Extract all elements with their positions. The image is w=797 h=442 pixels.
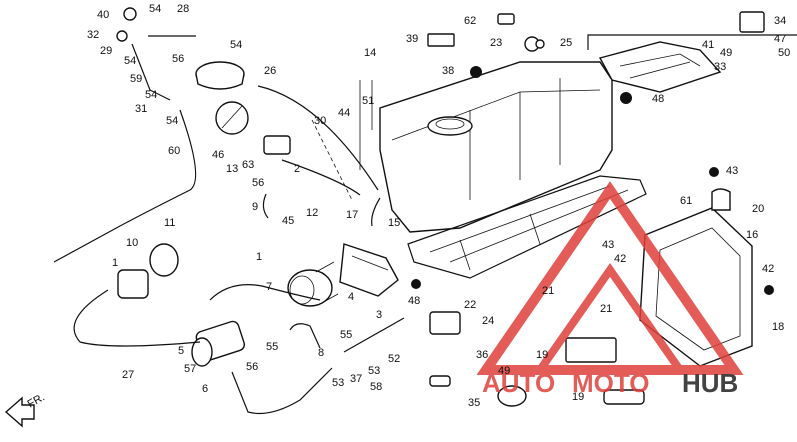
callout-c11: 11	[164, 217, 175, 229]
callout-c31: 31	[135, 103, 147, 115]
callout-c54a: 54	[149, 3, 161, 15]
callout-c46: 46	[212, 149, 224, 161]
callout-c41: 41	[702, 39, 714, 51]
callout-c39: 39	[406, 33, 418, 45]
callout-c21b: 21	[600, 303, 612, 315]
callout-c2: 2	[294, 163, 300, 175]
callout-c55a: 55	[266, 341, 278, 353]
callout-c13: 13	[226, 163, 238, 175]
callout-c20: 20	[752, 203, 764, 215]
callout-c7: 7	[266, 281, 272, 293]
watermark-logo: AUTO MOTO HUB	[476, 181, 744, 398]
callout-c37: 37	[350, 373, 362, 385]
callout-c56c: 56	[246, 361, 258, 373]
callout-c8: 8	[318, 347, 324, 359]
callout-c56a: 56	[172, 53, 184, 65]
callout-c44: 44	[338, 107, 350, 119]
watermark-part1: AUTO	[482, 368, 555, 398]
fuel-filter	[287, 261, 339, 307]
callout-c29: 29	[100, 45, 112, 57]
callout-c62: 62	[464, 15, 476, 27]
callout-c32: 32	[87, 29, 99, 41]
small-parts	[116, 7, 774, 407]
callout-c57: 57	[184, 363, 196, 375]
tray-assembly	[587, 34, 797, 93]
callout-c54d: 54	[145, 89, 157, 101]
callout-c9: 9	[252, 201, 258, 213]
callout-c43a: 43	[726, 165, 738, 177]
callout-c26: 26	[264, 65, 276, 77]
callout-c1b: 1	[256, 251, 262, 263]
callout-c4: 4	[348, 291, 354, 303]
callout-c15: 15	[388, 217, 400, 229]
callout-c6: 6	[202, 383, 208, 395]
callout-c23: 23	[490, 37, 502, 49]
callout-c53a: 53	[332, 377, 344, 389]
callout-c30: 30	[314, 115, 326, 127]
callout-c22: 22	[464, 299, 476, 311]
callout-c3: 3	[376, 309, 382, 321]
callout-c28: 28	[177, 3, 189, 15]
callout-c24: 24	[482, 315, 494, 327]
callout-c17: 17	[346, 209, 358, 221]
callout-c12: 12	[306, 207, 318, 219]
fuel-tank	[379, 61, 613, 233]
callout-c33: 33	[714, 61, 726, 73]
direction-arrow-icon: FR.	[4, 391, 47, 428]
fuel-pump	[117, 243, 246, 367]
callout-c56b: 56	[252, 177, 264, 189]
callout-c43b: 43	[602, 239, 614, 251]
callout-c52: 52	[388, 353, 400, 365]
callout-c54b: 54	[230, 39, 242, 51]
callout-labels: 40 54 28 32 29 54 54 56 26 59 54 31 54 6…	[87, 3, 790, 409]
callout-c42a: 42	[614, 253, 626, 265]
callout-c38: 38	[442, 65, 454, 77]
callout-c49b: 49	[498, 365, 510, 377]
callout-c51: 51	[362, 95, 374, 107]
callout-c48a: 48	[652, 93, 664, 105]
callout-c60: 60	[168, 145, 180, 157]
callout-c61: 61	[680, 195, 692, 207]
callout-c36: 36	[476, 349, 488, 361]
callout-c10: 10	[126, 237, 138, 249]
callout-c40: 40	[97, 9, 109, 21]
hoses	[53, 35, 405, 415]
callout-c25: 25	[560, 37, 572, 49]
air-cleaner	[195, 61, 249, 135]
callout-c35: 35	[468, 397, 480, 409]
callout-c14: 14	[364, 47, 376, 59]
callout-c16: 16	[746, 229, 758, 241]
watermark-part3: HUB	[682, 368, 738, 398]
callout-c18: 18	[772, 321, 784, 333]
callout-c48b: 48	[408, 295, 420, 307]
callout-c1a: 1	[112, 257, 118, 269]
bracket-assembly	[339, 243, 399, 297]
callout-c19a: 19	[536, 349, 548, 361]
callout-c27: 27	[122, 369, 134, 381]
callout-c55b: 55	[340, 329, 352, 341]
callout-c49: 49	[720, 47, 732, 59]
callout-c50: 50	[778, 47, 790, 59]
callout-c54c: 54	[124, 55, 136, 67]
callout-c45: 45	[282, 215, 294, 227]
callout-c21a: 21	[542, 285, 554, 297]
callout-c19b: 19	[572, 391, 584, 403]
watermark-part2: MOTO	[572, 368, 650, 398]
callout-c53b: 53	[368, 365, 380, 377]
callout-c34: 34	[774, 15, 786, 27]
callout-c58: 58	[370, 381, 382, 393]
callout-c5: 5	[178, 345, 184, 357]
direction-label: FR.	[26, 391, 47, 410]
callout-c54e: 54	[166, 115, 178, 127]
callout-c63: 63	[242, 159, 254, 171]
callout-c47: 47	[774, 33, 786, 45]
callout-c59: 59	[130, 73, 142, 85]
callout-c42b: 42	[762, 263, 774, 275]
